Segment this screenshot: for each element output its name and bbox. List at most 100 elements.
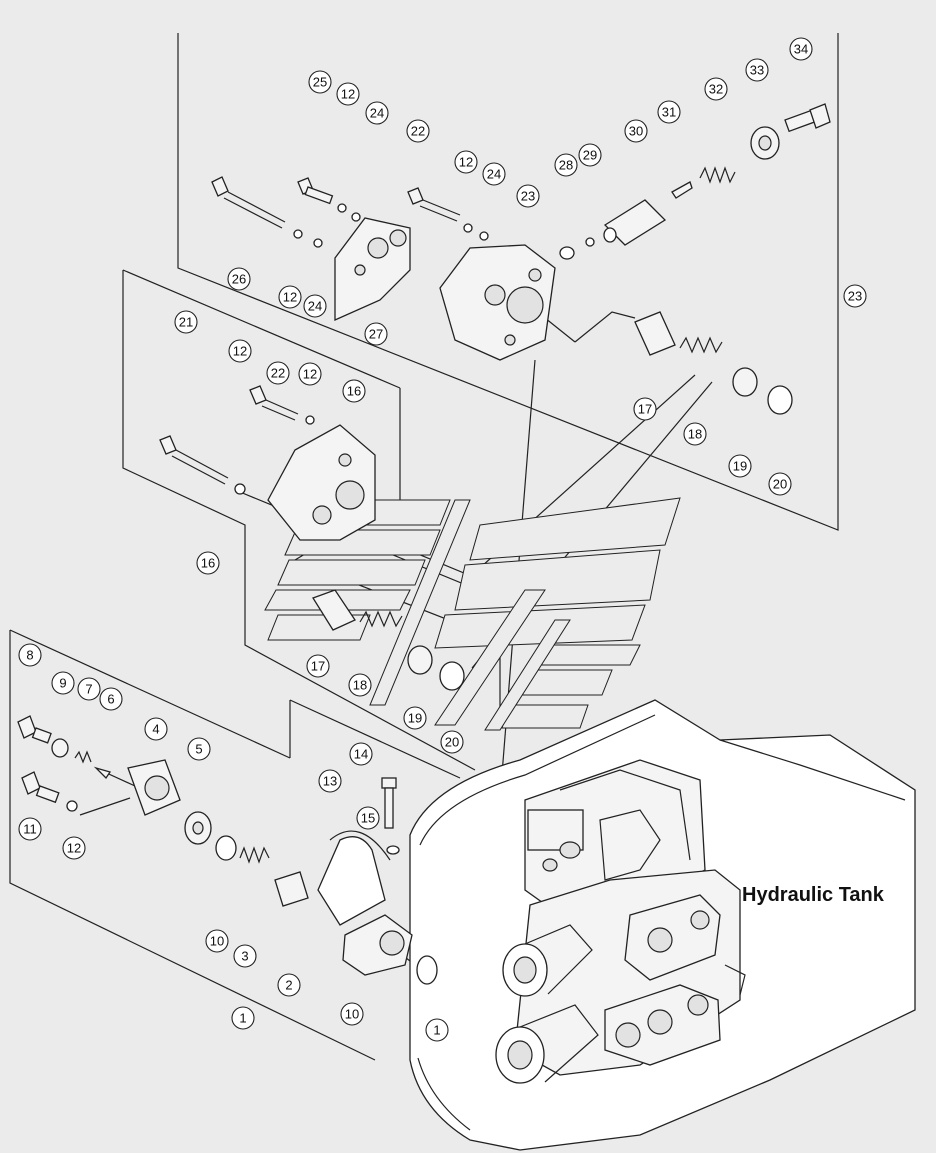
callout-circle	[348, 673, 372, 697]
callout-24: 24	[365, 101, 389, 125]
callout-number: 12	[341, 87, 355, 102]
callout-8: 8	[18, 643, 42, 667]
callout-number: 12	[67, 841, 81, 856]
callout-number: 32	[709, 82, 723, 97]
callout-22: 22	[406, 119, 430, 143]
callout-circle	[704, 77, 728, 101]
callout-14: 14	[349, 742, 373, 766]
callout-number: 4	[152, 722, 159, 737]
callout-circle	[318, 769, 342, 793]
callout-19: 19	[728, 454, 752, 478]
callout-number: 24	[487, 167, 501, 182]
callout-circle	[336, 82, 360, 106]
callout-circle	[51, 671, 75, 695]
callout-circle	[365, 101, 389, 125]
callout-number: 14	[354, 747, 368, 762]
callout-number: 8	[26, 648, 33, 663]
callout-23: 23	[516, 184, 540, 208]
callout-31: 31	[657, 100, 681, 124]
callout-circle	[18, 643, 42, 667]
callout-circle	[554, 153, 578, 177]
callout-circle	[340, 1002, 364, 1026]
callout-24: 24	[482, 162, 506, 186]
callout-circle	[77, 677, 101, 701]
callout-9: 9	[51, 671, 75, 695]
callout-6: 6	[99, 687, 123, 711]
callout-number: 29	[583, 148, 597, 163]
callout-30: 30	[624, 119, 648, 143]
callout-circle	[174, 310, 198, 334]
callout-circle	[99, 687, 123, 711]
callout-circle	[62, 836, 86, 860]
callout-10: 10	[340, 1002, 364, 1026]
callout-circle	[144, 717, 168, 741]
callout-number: 2	[285, 978, 292, 993]
callout-number: 1	[433, 1023, 440, 1038]
callout-circle	[356, 806, 380, 830]
lower-assembly-parts	[17, 715, 438, 985]
callout-circle	[516, 184, 540, 208]
callout-circle	[768, 472, 792, 496]
callout-number: 20	[773, 477, 787, 492]
callout-34: 34	[789, 37, 813, 61]
callout-number: 12	[459, 155, 473, 170]
callout-number: 5	[195, 742, 202, 757]
callout-number: 19	[733, 459, 747, 474]
callout-number: 24	[308, 299, 322, 314]
callout-11: 11	[18, 817, 42, 841]
callout-circle	[196, 551, 220, 575]
callout-5: 5	[187, 737, 211, 761]
callout-circle	[364, 322, 388, 346]
callout-17: 17	[306, 654, 330, 678]
callout-number: 16	[347, 384, 361, 399]
callout-3: 3	[233, 944, 257, 968]
callout-circle	[205, 929, 229, 953]
callout-number: 22	[411, 124, 425, 139]
callout-2: 2	[277, 973, 301, 997]
upper-assembly-parts	[211, 103, 831, 415]
callout-number: 12	[233, 344, 247, 359]
callout-number: 17	[638, 402, 652, 417]
callout-23: 23	[843, 284, 867, 308]
hydraulic-tank-label: Hydraulic Tank	[742, 884, 884, 906]
callout-number: 12	[283, 290, 297, 305]
callout-circle	[425, 1018, 449, 1042]
callout-circle	[745, 58, 769, 82]
callout-24: 24	[303, 294, 327, 318]
callout-number: 23	[848, 289, 862, 304]
callout-1: 1	[425, 1018, 449, 1042]
callout-number: 19	[408, 711, 422, 726]
callout-number: 20	[445, 735, 459, 750]
callout-27: 27	[364, 322, 388, 346]
callout-33: 33	[745, 58, 769, 82]
callout-circle	[231, 1006, 255, 1030]
callout-circle	[843, 284, 867, 308]
callout-number: 10	[345, 1007, 359, 1022]
callout-number: 24	[370, 106, 384, 121]
callout-20: 20	[768, 472, 792, 496]
callout-12: 12	[454, 150, 478, 174]
callout-circle	[303, 294, 327, 318]
callout-19: 19	[403, 706, 427, 730]
callout-20: 20	[440, 730, 464, 754]
callout-number: 30	[629, 124, 643, 139]
middle-assembly-parts	[159, 385, 465, 691]
callout-4: 4	[144, 717, 168, 741]
callout-number: 13	[323, 774, 337, 789]
callout-number: 7	[85, 682, 92, 697]
callout-number: 22	[271, 366, 285, 381]
callout-circle	[454, 150, 478, 174]
callout-32: 32	[704, 77, 728, 101]
callout-circle	[298, 362, 322, 386]
callout-number: 27	[369, 327, 383, 342]
callout-circle	[403, 706, 427, 730]
callout-number: 17	[311, 659, 325, 674]
callout-18: 18	[683, 422, 707, 446]
callout-21: 21	[174, 310, 198, 334]
callout-number: 3	[241, 949, 248, 964]
callout-number: 12	[303, 367, 317, 382]
callout-16: 16	[342, 379, 366, 403]
callout-10: 10	[205, 929, 229, 953]
callout-number: 18	[688, 427, 702, 442]
callout-22: 22	[266, 361, 290, 385]
